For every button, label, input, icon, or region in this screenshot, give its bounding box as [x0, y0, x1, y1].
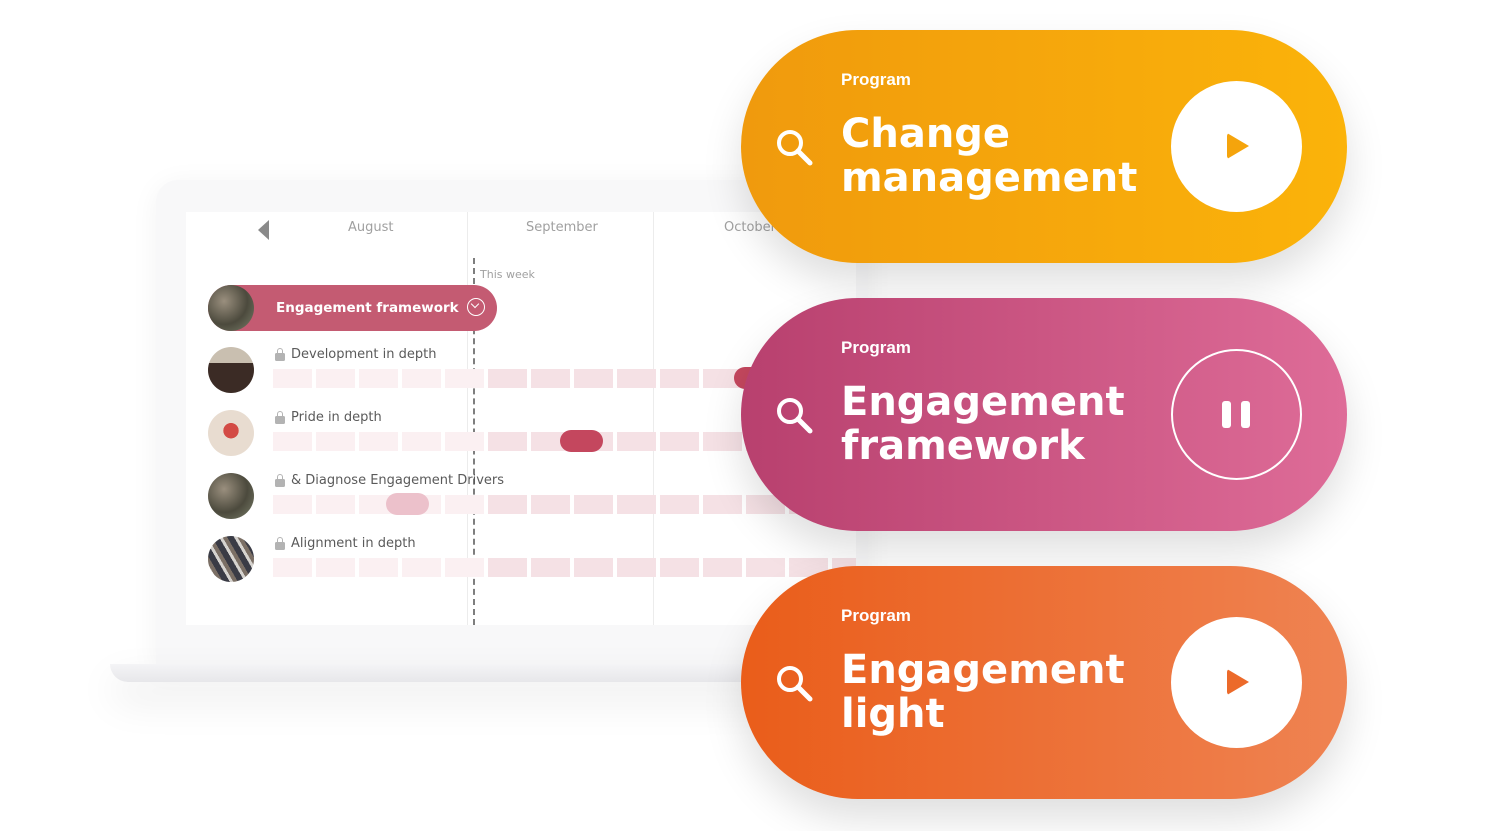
- program-title: Change management: [841, 111, 1138, 201]
- program-card-change-management[interactable]: Program Change management: [741, 30, 1347, 263]
- month-divider: [467, 212, 468, 625]
- program-kicker: Program: [841, 338, 911, 357]
- play-icon: [1227, 133, 1249, 159]
- previous-month-icon[interactable]: [258, 220, 269, 240]
- schedule-block[interactable]: [560, 430, 603, 452]
- chevron-down-icon[interactable]: [467, 298, 485, 316]
- row-label: Alignment in depth: [291, 536, 416, 551]
- month-label-october: October: [724, 220, 777, 235]
- active-program-row[interactable]: Engagement framework: [208, 285, 497, 331]
- month-label-august: August: [348, 220, 394, 235]
- program-title: Engagement framework: [841, 379, 1125, 469]
- search-icon[interactable]: [773, 126, 817, 170]
- search-icon[interactable]: [773, 662, 817, 706]
- pause-button[interactable]: [1171, 349, 1302, 480]
- lock-icon: [275, 474, 285, 487]
- active-program-label: Engagement framework: [276, 300, 459, 316]
- lock-icon: [275, 411, 285, 424]
- play-button[interactable]: [1171, 617, 1302, 748]
- lock-icon: [275, 348, 285, 361]
- pause-icon: [1222, 401, 1231, 428]
- laptop-base: [110, 664, 910, 682]
- avatar: [208, 473, 254, 519]
- lock-icon: [275, 537, 285, 550]
- program-title: Engagement light: [841, 647, 1125, 737]
- play-icon: [1227, 669, 1249, 695]
- search-icon[interactable]: [773, 394, 817, 438]
- avatar: [208, 285, 254, 331]
- timeline-screen: August September October This week Engag…: [186, 212, 856, 625]
- row-label: Development in depth: [291, 347, 437, 362]
- month-divider: [653, 212, 654, 625]
- row-schedule: [273, 495, 856, 514]
- row-label: Pride in depth: [291, 410, 382, 425]
- program-card-engagement-light[interactable]: Program Engagement light: [741, 566, 1347, 799]
- program-kicker: Program: [841, 606, 911, 625]
- avatar: [208, 347, 254, 393]
- play-button[interactable]: [1171, 81, 1302, 212]
- row-schedule: [273, 558, 856, 577]
- month-label-september: September: [526, 220, 598, 235]
- schedule-block[interactable]: [386, 493, 429, 515]
- program-kicker: Program: [841, 70, 911, 89]
- avatar: [208, 410, 254, 456]
- avatar: [208, 536, 254, 582]
- program-card-engagement-framework[interactable]: Program Engagement framework: [741, 298, 1347, 531]
- this-week-label: This week: [480, 268, 535, 281]
- row-label: & Diagnose Engagement Drivers: [291, 473, 505, 488]
- pause-icon: [1241, 401, 1250, 428]
